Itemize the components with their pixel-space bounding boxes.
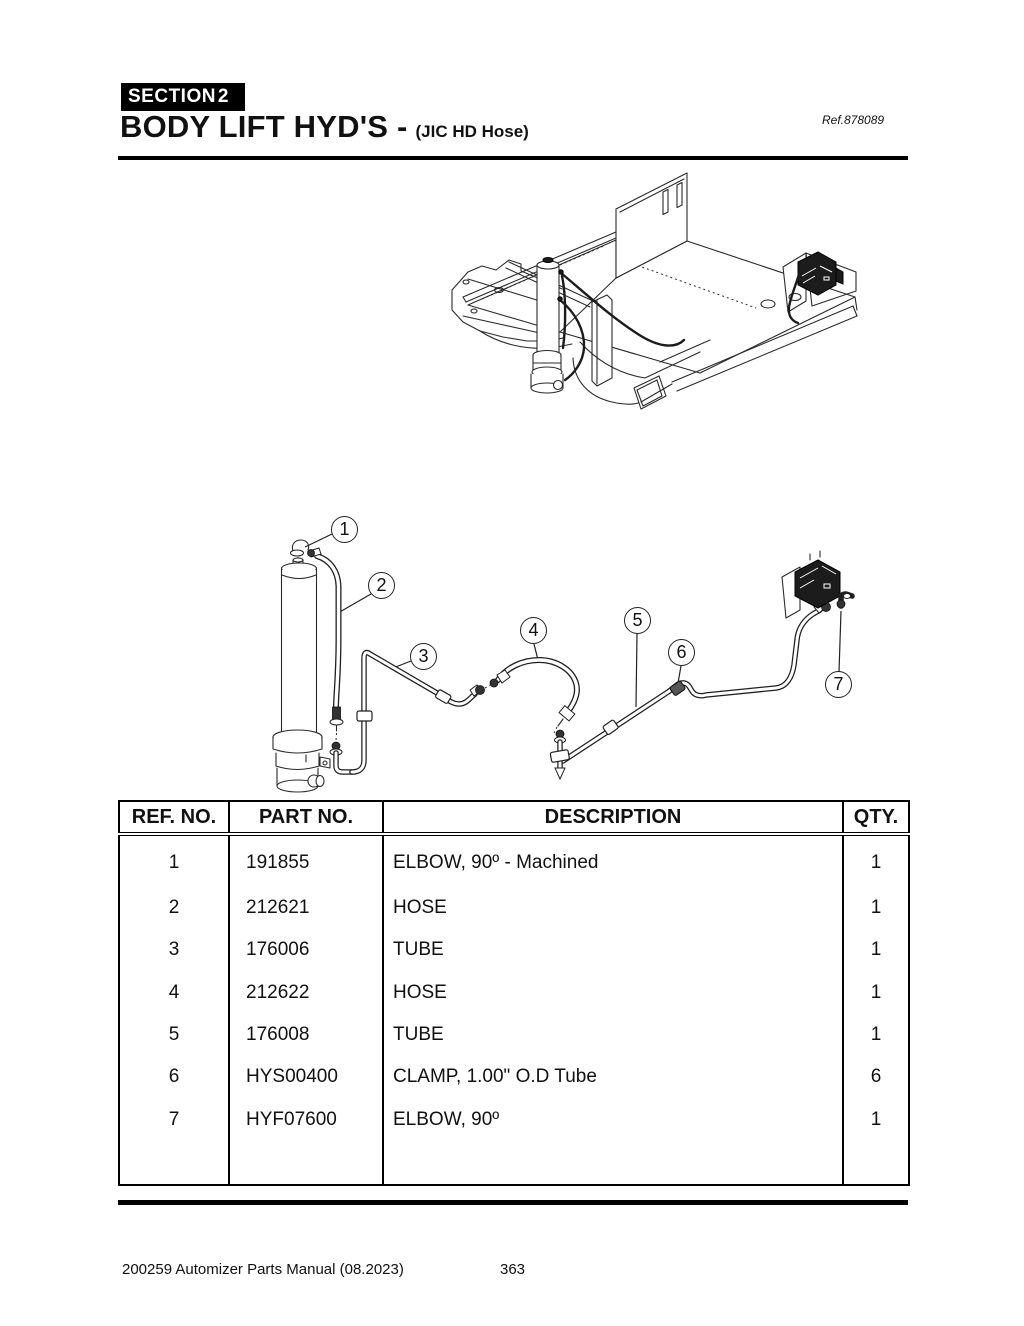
callout-2: 2 <box>368 572 395 599</box>
qty-cell: 1 <box>842 929 910 972</box>
parts-table-header-row: REF. NO. PART NO. DESCRIPTION QTY. <box>118 801 910 836</box>
part-no-cell: 212621 <box>228 886 384 930</box>
parts-table: REF. NO. PART NO. DESCRIPTION QTY. 1 191… <box>118 800 910 1186</box>
callout-5: 5 <box>624 607 651 634</box>
description-cell: HOSE <box>382 886 844 930</box>
qty-cell: 6 <box>842 1056 910 1099</box>
hydraulic-lines-figure <box>250 505 865 800</box>
part-no-cell: 176006 <box>228 929 384 972</box>
description-cell: CLAMP, 1.00" O.D Tube <box>382 1056 844 1099</box>
callout-5-number: 5 <box>632 610 643 630</box>
part-no-cell: 212622 <box>228 971 384 1014</box>
table-row: 6 HYS00400 CLAMP, 1.00" O.D Tube 6 <box>118 1056 910 1099</box>
frame-assembly-drawing <box>451 172 858 410</box>
callout-7-number: 7 <box>833 674 844 694</box>
section-badge: SECTION 2 <box>121 83 245 111</box>
callout-4: 4 <box>520 617 547 644</box>
part-no-cell: HYS00400 <box>228 1056 384 1099</box>
table-row: 4 212622 HOSE 1 <box>118 971 910 1014</box>
page-title: BODY LIFT HYD'S - (JIC HD Hose) <box>120 109 529 145</box>
page-title-main: BODY LIFT HYD'S - <box>120 109 408 144</box>
table-row: 7 HYF07600 ELBOW, 90º 1 <box>118 1098 910 1141</box>
table-row: 3 176006 TUBE 1 <box>118 929 910 972</box>
column-header-description: DESCRIPTION <box>382 801 844 836</box>
footer-manual-title: 200259 Automizer Parts Manual (08.2023) <box>122 1261 404 1278</box>
qty-cell: 1 <box>842 1098 910 1141</box>
callout-3-number: 3 <box>418 646 429 666</box>
qty-cell: 1 <box>842 886 910 930</box>
ref-no-cell: 2 <box>118 886 230 930</box>
header-rule <box>118 156 908 160</box>
frame-assembly-figure <box>445 170 860 435</box>
callout-1-number: 1 <box>339 519 350 539</box>
qty-cell: 1 <box>842 1013 910 1057</box>
table-filler-row <box>118 1140 910 1185</box>
ref-no-cell: 4 <box>118 971 230 1014</box>
page-title-sub: (JIC HD Hose) <box>415 122 529 141</box>
reference-number: Ref.878089 <box>822 113 885 127</box>
column-header-qty: QTY. <box>842 801 910 836</box>
callout-6: 6 <box>668 639 695 666</box>
description-cell: ELBOW, 90º - Machined <box>382 834 844 887</box>
description-cell: HOSE <box>382 971 844 1014</box>
callout-3: 3 <box>410 643 437 670</box>
ref-no-cell: 5 <box>118 1013 230 1057</box>
callout-2-number: 2 <box>376 575 387 595</box>
part-no-cell: HYF07600 <box>228 1098 384 1141</box>
description-cell: TUBE <box>382 929 844 972</box>
callout-1: 1 <box>331 516 358 543</box>
qty-cell: 1 <box>842 971 910 1014</box>
column-header-ref-no: REF. NO. <box>118 801 230 836</box>
callout-6-number: 6 <box>676 642 687 662</box>
ref-no-cell: 6 <box>118 1056 230 1099</box>
hydraulic-lines-drawing <box>272 533 855 793</box>
description-cell: TUBE <box>382 1013 844 1057</box>
callout-4-number: 4 <box>528 620 539 640</box>
table-row: 1 191855 ELBOW, 90º - Machined 1 <box>118 834 910 887</box>
ref-no-cell: 1 <box>118 834 230 887</box>
column-header-part-no: PART NO. <box>228 801 384 836</box>
ref-no-cell: 7 <box>118 1098 230 1141</box>
description-cell: ELBOW, 90º <box>382 1098 844 1141</box>
ref-no-cell: 3 <box>118 929 230 972</box>
callout-7: 7 <box>825 671 852 698</box>
qty-cell: 1 <box>842 834 910 887</box>
section-label: SECTION <box>128 86 216 107</box>
table-row: 5 176008 TUBE 1 <box>118 1013 910 1057</box>
footer-rule <box>118 1200 908 1205</box>
footer-page-number: 363 <box>500 1261 526 1278</box>
part-no-cell: 176008 <box>228 1013 384 1057</box>
section-number: 2 <box>217 86 229 107</box>
part-no-cell: 191855 <box>228 834 384 887</box>
table-row: 2 212621 HOSE 1 <box>118 886 910 930</box>
